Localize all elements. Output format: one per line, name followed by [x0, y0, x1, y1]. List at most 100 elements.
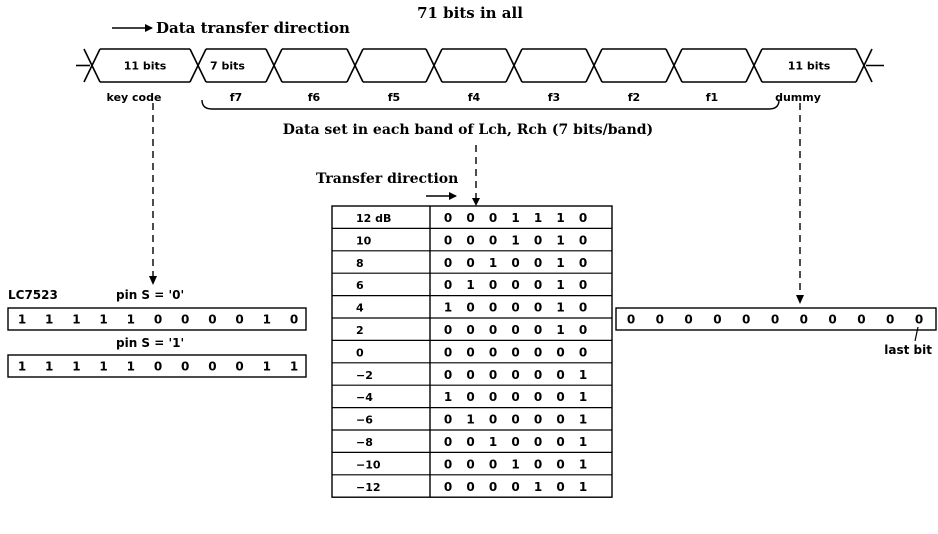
band-bit: 0 — [444, 233, 452, 247]
frame-transition — [745, 48, 763, 83]
band-gain-label: 10 — [356, 234, 372, 247]
data-transfer-direction-label: Data transfer direction — [156, 19, 350, 37]
band-bit: 0 — [466, 457, 474, 471]
band-bit: 0 — [511, 390, 519, 404]
frame-field-name: f5 — [388, 91, 400, 104]
band-bit: 1 — [444, 301, 452, 315]
register-bit: 0 — [181, 313, 189, 327]
register-bit: 0 — [886, 313, 894, 327]
band-bit: 0 — [444, 256, 452, 270]
last-bit-pointer — [914, 326, 919, 342]
band-bit: 0 — [534, 413, 542, 427]
frame-field-name: f3 — [548, 91, 560, 104]
register-bit: 0 — [208, 360, 216, 374]
frame-field-label: 11 bits — [124, 60, 167, 73]
band-bit: 0 — [534, 457, 542, 471]
register-bit: 1 — [263, 313, 271, 327]
band-bit: 0 — [579, 345, 587, 359]
register-bit: 1 — [127, 360, 135, 374]
register-bit: 0 — [828, 313, 836, 327]
register-bit: 0 — [154, 360, 162, 374]
register-bit: 1 — [99, 313, 107, 327]
band-gain-label: 0 — [356, 346, 364, 359]
band-gain-label: −6 — [356, 414, 373, 427]
frame-transition — [665, 48, 683, 83]
band-bit: 1 — [556, 256, 564, 270]
frame-transition — [189, 48, 207, 83]
band-bit: 1 — [489, 256, 497, 270]
band-gain-label: −10 — [356, 458, 381, 471]
last-bit-label: last bit — [884, 343, 932, 357]
register-bit: 0 — [742, 313, 750, 327]
band-bit: 0 — [556, 413, 564, 427]
register-bit: 1 — [72, 313, 80, 327]
frame-field-name: f4 — [468, 91, 481, 104]
register-bit: 0 — [915, 313, 923, 327]
band-bit: 0 — [489, 211, 497, 225]
band-bit: 0 — [489, 323, 497, 337]
band-bit: 0 — [511, 435, 519, 449]
band-data-caption: Data set in each band of Lch, Rch (7 bit… — [283, 122, 653, 138]
register-border — [7, 354, 307, 378]
register-bit: 1 — [18, 313, 26, 327]
band-bit: 0 — [511, 413, 519, 427]
frame-field-name: f6 — [308, 91, 321, 104]
band-bit: 0 — [511, 323, 519, 337]
frame-transition — [83, 48, 101, 83]
band-bit: 0 — [466, 323, 474, 337]
band-bit: 0 — [444, 435, 452, 449]
pin0-label: pin S = '0' — [116, 288, 184, 302]
frame-field-name: f7 — [230, 91, 242, 104]
band-bit: 0 — [534, 256, 542, 270]
frame-field-name: key code — [107, 91, 162, 104]
band-bit: 1 — [511, 211, 519, 225]
register-bit: 1 — [290, 360, 298, 374]
band-gain-label: 12 dB — [356, 212, 391, 225]
band-bit: 1 — [579, 413, 587, 427]
data-transfer-direction: Data transfer direction — [112, 19, 350, 37]
band-bit: 0 — [489, 368, 497, 382]
frame-transition — [346, 48, 364, 83]
band-gain-label: −4 — [356, 391, 373, 404]
band-bit: 0 — [534, 233, 542, 247]
band-bit: 0 — [511, 256, 519, 270]
band-bit: 0 — [444, 413, 452, 427]
band-bit: 0 — [556, 390, 564, 404]
frame-transition — [505, 48, 523, 83]
band-bit: 0 — [579, 278, 587, 292]
band-bit: 0 — [534, 323, 542, 337]
band-bit: 0 — [511, 480, 519, 494]
band-bit: 0 — [444, 323, 452, 337]
band-bit: 0 — [511, 278, 519, 292]
band-bit: 0 — [444, 211, 452, 225]
band-bit: 1 — [444, 390, 452, 404]
band-bit: 0 — [466, 368, 474, 382]
frame-transition — [855, 48, 873, 83]
band-bit: 0 — [556, 435, 564, 449]
register-bit: 1 — [72, 360, 80, 374]
band-bit: 0 — [466, 345, 474, 359]
register-bit: 0 — [857, 313, 865, 327]
band-bit: 0 — [511, 345, 519, 359]
band-bit: 1 — [579, 435, 587, 449]
band-bit: 0 — [579, 256, 587, 270]
band-bit: 0 — [444, 457, 452, 471]
band-bit: 0 — [466, 390, 474, 404]
register-bit: 0 — [627, 313, 635, 327]
frame-transition — [425, 48, 443, 83]
register-border — [615, 307, 937, 331]
band-bit: 0 — [489, 278, 497, 292]
band-gain-label: 8 — [356, 257, 364, 270]
band-connector-arrowhead — [472, 198, 480, 206]
band-bit: 0 — [579, 301, 587, 315]
band-bit: 1 — [534, 211, 542, 225]
band-bit: 0 — [556, 345, 564, 359]
band-bit: 0 — [489, 413, 497, 427]
band-bit: 1 — [579, 390, 587, 404]
band-bit: 0 — [556, 368, 564, 382]
band-bit: 1 — [579, 368, 587, 382]
frame-transition — [585, 48, 603, 83]
band-bit: 0 — [489, 301, 497, 315]
